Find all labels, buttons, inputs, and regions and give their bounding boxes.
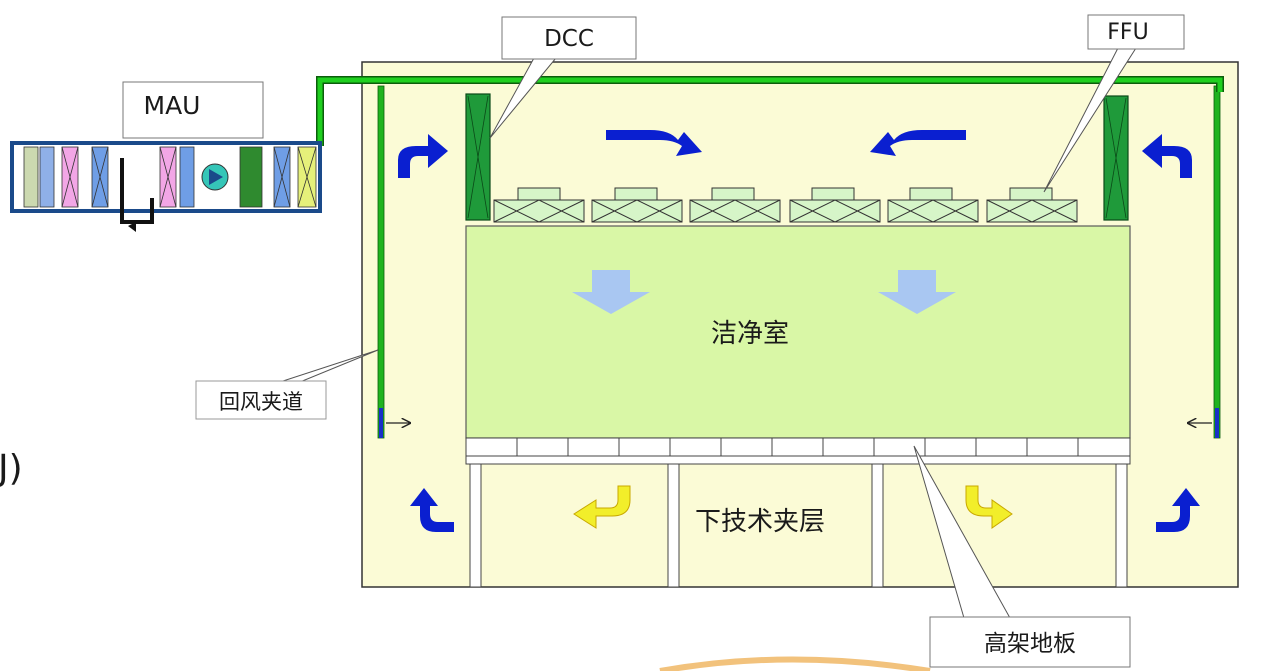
clean-room-area [465, 225, 1131, 439]
mau-drain-pipe [120, 158, 154, 224]
airflow-curved-arrow-icon [870, 130, 966, 156]
right-return-damper [1215, 408, 1219, 438]
mau-unit [10, 141, 322, 232]
airflow-curved-arrow-icon [606, 130, 702, 156]
makeup-air-duct-fill [317, 77, 1223, 146]
dcc-coil-left-hatch [467, 95, 489, 219]
ffu-unit [887, 187, 979, 223]
ffu-label: FFU [1107, 20, 1148, 45]
raised-floor-tiles [516, 438, 1079, 456]
supply-air-arrow-icon [878, 270, 956, 314]
dcc-coil-right-hatch [1105, 97, 1127, 219]
supply-air-arrow-icon [572, 270, 650, 314]
airflow-curved-arrow-icon [1156, 488, 1200, 532]
airflow-curved-arrow-icon [410, 488, 454, 532]
ffu-unit [789, 187, 881, 223]
left-return-chase-wall [377, 85, 385, 439]
clean-room-label: 洁净室 [711, 319, 789, 349]
mezzanine-columns [469, 463, 1128, 588]
dcc-label-box [501, 16, 637, 60]
raised-floor-label-box [929, 616, 1131, 668]
lower-tech-mezzanine-label: 下技术夹层 [695, 507, 825, 537]
return-air-chase-label: 回风夹道 [219, 390, 303, 414]
ffu-label-box [1087, 14, 1185, 50]
decorative-curve [659, 656, 931, 671]
ffu-row [493, 187, 1078, 223]
mau-label: MAU [144, 91, 201, 120]
lower-flow-arrow-icon [573, 485, 631, 529]
lower-flow-arrow-icon [965, 485, 1013, 529]
callout-leaders [279, 47, 1137, 619]
right-return-chase-wall [1213, 85, 1221, 439]
raised-floor [465, 437, 1131, 457]
mau-label-box [122, 81, 264, 139]
return-air-chase-label-box [195, 380, 327, 420]
raised-floor-beam [465, 455, 1131, 465]
ffu-unit [986, 187, 1078, 223]
airflow-curved-arrow-icon [398, 134, 448, 178]
ffu-unit [689, 187, 781, 223]
left-return-damper [379, 408, 383, 438]
left-edge-fragment: J) [0, 448, 23, 489]
raised-floor-label: 高架地板 [984, 631, 1076, 657]
dcc-label: DCC [544, 26, 594, 52]
airflow-curved-arrow-icon [1142, 134, 1192, 178]
ffu-unit [493, 187, 585, 223]
ffu-unit [591, 187, 683, 223]
